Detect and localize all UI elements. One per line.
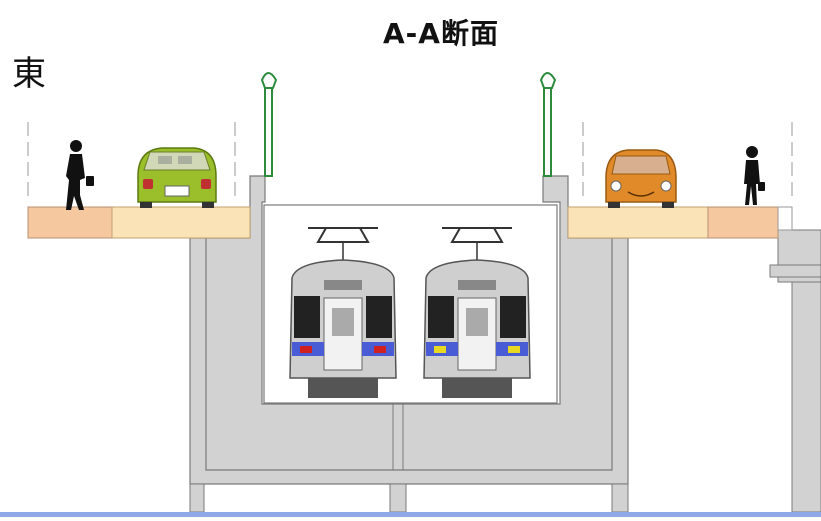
pole-left bbox=[260, 72, 278, 177]
right-sidewalk bbox=[707, 206, 779, 239]
car-front-icon bbox=[605, 149, 677, 208]
left-roadway bbox=[111, 206, 251, 239]
walking-woman-icon bbox=[744, 146, 765, 205]
right-road bbox=[567, 122, 793, 239]
train-front-icon bbox=[423, 227, 531, 398]
direction-label: 東 bbox=[12, 54, 46, 94]
concrete-structure bbox=[189, 175, 629, 485]
section-title: A-A断面 bbox=[383, 17, 499, 50]
piles bbox=[189, 483, 629, 513]
left-road bbox=[27, 122, 251, 239]
right-roadway bbox=[567, 206, 709, 239]
bottom-accent-line bbox=[0, 512, 821, 517]
train-front-icon bbox=[289, 227, 397, 398]
adjacent-building bbox=[769, 229, 821, 513]
left-sidewalk bbox=[27, 206, 113, 239]
lower-slab-outline bbox=[205, 238, 613, 471]
walking-man-icon bbox=[66, 140, 94, 210]
pole-right bbox=[539, 72, 557, 177]
car-rear-icon bbox=[137, 147, 217, 208]
